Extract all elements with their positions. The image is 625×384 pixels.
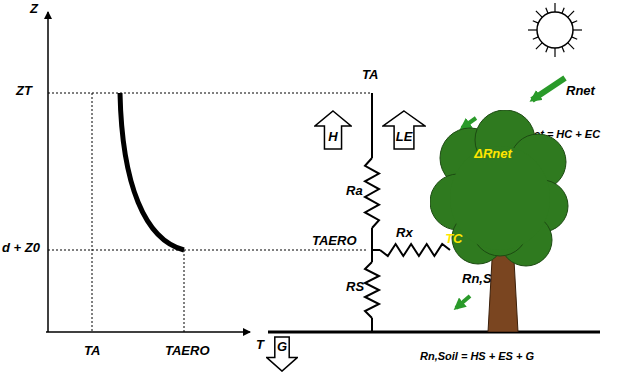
axis-label: d + Z0 bbox=[2, 241, 40, 255]
flux-label: H bbox=[328, 130, 337, 144]
flux-label: G bbox=[277, 340, 287, 354]
canopy-label: TC bbox=[445, 232, 462, 246]
ground-heat-arrow: G bbox=[266, 336, 298, 372]
guide-lines bbox=[48, 93, 372, 332]
resistor-symbol bbox=[365, 158, 379, 228]
sun bbox=[528, 3, 582, 57]
resistance-label: Rx bbox=[396, 226, 413, 240]
axis-label: Z bbox=[30, 2, 38, 16]
tree-illustration bbox=[430, 110, 570, 332]
z-axis bbox=[47, 12, 49, 332]
resistance-label: Ra bbox=[346, 184, 363, 198]
latent-heat-arrow: LE bbox=[382, 110, 426, 150]
tree-canopy: ΔRnetTC bbox=[430, 110, 570, 332]
radiation-label: Rnet bbox=[566, 84, 595, 98]
canopy-label: ΔRnet bbox=[474, 147, 512, 161]
axis-label: T bbox=[256, 338, 264, 352]
t-axis bbox=[46, 331, 250, 333]
resistance-label: RS bbox=[346, 280, 364, 294]
node-temperature: TA bbox=[362, 68, 378, 82]
energy-balance: Rn,Soil = HS + ES + G bbox=[420, 350, 534, 362]
axis-label: TA bbox=[84, 344, 100, 358]
flux-label: LE bbox=[396, 130, 413, 144]
net-radiation-arrow bbox=[532, 78, 565, 100]
heat-flux-arrow: H bbox=[314, 110, 352, 150]
temperature-profile bbox=[120, 93, 184, 250]
node-temperature: TAERO bbox=[312, 234, 357, 248]
resistor-symbol bbox=[380, 244, 450, 256]
canopy-radiation-arrow bbox=[462, 118, 476, 128]
resistor-symbol bbox=[365, 262, 379, 318]
soil-radiation-arrow bbox=[456, 296, 470, 308]
ground-line bbox=[268, 331, 600, 334]
axis-label: TAERO bbox=[165, 344, 210, 358]
axis-label: ZT bbox=[16, 84, 32, 98]
